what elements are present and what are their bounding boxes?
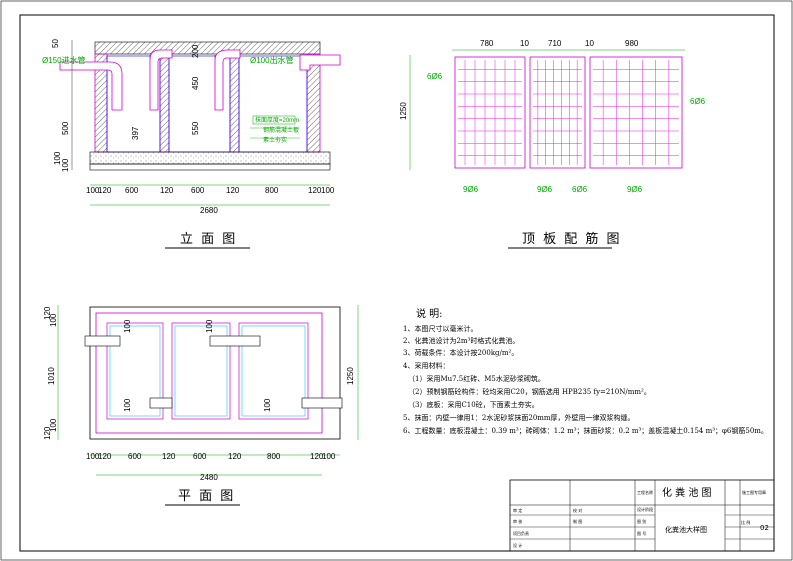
notes-heading: 说 明: [416, 307, 443, 320]
tb-drawing: 化粪池大样图 [665, 525, 707, 534]
outlet-pipe-label: Ø100出水管 [250, 55, 294, 65]
notes-block: 说 明: 1、本图尺寸以毫米计。 2、化粪池设计为2m³时格式化粪池。 3、荷载… [403, 307, 768, 435]
legend-plaster: 抹面厚度=20mm [255, 116, 299, 124]
legend-rc-slab: 钢筋混凝土板 [263, 126, 299, 134]
elevation-title: 立 面 图 [180, 232, 237, 247]
roof-dim-710: 710 [548, 39, 562, 48]
bdim-1: 120 [98, 186, 112, 195]
pbdim-1: 120 [98, 452, 112, 461]
rebar-grids [454, 56, 683, 169]
pbdim-8: 100 [322, 452, 336, 461]
roof-dim-10b: 10 [585, 39, 594, 48]
dim-550: 550 [191, 121, 200, 135]
roof-dim-780: 780 [480, 39, 494, 48]
note-2: 2、化粪池设计为2m³时格式化粪池。 [403, 336, 519, 345]
plan-left-1010: 1010 [47, 367, 56, 385]
plan-100-d: 100 [263, 398, 272, 412]
rebar-label-2: 6Ø6 [690, 97, 706, 106]
roof-dim-1250: 1250 [399, 102, 408, 120]
tb-stage-label: 设计阶段 [637, 506, 653, 512]
dim-397: 397 [131, 126, 140, 140]
dim-450: 450 [191, 76, 200, 90]
note-6: 6、工程数量：底板混凝土：0.39 m³；砖砌体：1.2 m³；抹面砂浆：0.2… [403, 426, 768, 435]
tb-c6: 图 别 [637, 518, 646, 524]
dim-left-50: 50 [51, 39, 60, 48]
bdim-6: 800 [265, 186, 279, 195]
rebar-panel [589, 56, 683, 169]
plan-100-c: 100 [123, 398, 132, 412]
rebar-label-5: 6Ø6 [572, 185, 588, 194]
rebar-panel [529, 56, 586, 169]
dim-200: 200 [191, 44, 200, 58]
bdim-0: 100 [86, 186, 100, 195]
pbdim-7: 120 [310, 452, 324, 461]
roof-title: 顶 板 配 筋 图 [522, 231, 622, 247]
note-4-1: （1）采用Mu7.5红砖、M5水泥砂浆砌筑。 [408, 374, 545, 383]
plan-left-100b: 100 [49, 418, 58, 432]
rebar-label-4: 9Ø6 [537, 185, 553, 194]
tb-company: 施工图专用章 [742, 489, 766, 495]
tb-c1: 审 核 [513, 518, 522, 524]
bdim-8: 100 [321, 186, 335, 195]
bdim-3: 120 [160, 186, 174, 195]
roof-dim-980: 980 [625, 39, 639, 48]
tb-project: 化 粪 池 图 [662, 486, 712, 499]
pbdim-4: 600 [193, 452, 207, 461]
pbdim-0: 100 [86, 452, 100, 461]
plan-total: 2480 [200, 473, 218, 482]
dim-left-100b: 100 [61, 158, 70, 172]
bdim-2: 600 [125, 186, 139, 195]
elevation-view: Ø150进水管 Ø100出水管 抹面厚度=20mm 钢筋混凝土板 素土夯实 50… [42, 39, 341, 249]
tb-c2: 项目负责 [513, 530, 529, 536]
pbdim-5: 120 [228, 452, 242, 461]
note-4-2: （2）预制钢筋砼构件：砼均采用C20，钢筋选用 HPB235 fy=210N/m… [408, 387, 651, 396]
note-4-3: （3）底板：采用C10砼，下面素土夯实。 [408, 400, 539, 409]
tb-c5: 制 图 [573, 518, 582, 524]
inner-frame [19, 14, 775, 552]
tb-c0: 审 定 [513, 507, 522, 513]
rebar-label-6: 9Ø6 [627, 185, 643, 194]
roof-rebar-view: 780 10 710 10 980 1250 6Ø6 6Ø6 9Ø6 9Ø6 6… [399, 39, 706, 249]
tb-project-label: 工程名称 [637, 489, 653, 495]
dim-left-500: 500 [61, 121, 70, 135]
tb-scale: 比 例 [741, 519, 750, 525]
tb-c7: 图 号 [637, 530, 646, 536]
pbdim-3: 120 [162, 452, 176, 461]
rebar-panel [454, 56, 526, 169]
title-block: 工程名称 化 粪 池 图 化粪池大样图 设计阶段 施工图专用章 比 例 02 审… [509, 479, 775, 552]
plan-view: 100 100 100 100 120 100 1010 100 120 125… [43, 305, 359, 506]
plan-100-b: 100 [205, 319, 214, 333]
plan-left-120a: 120 [43, 306, 52, 320]
elevation-total: 2680 [200, 206, 218, 215]
plan-left-100a: 100 [49, 313, 58, 327]
note-1: 1、本图尺寸以毫米计。 [403, 324, 477, 333]
bdim-5: 120 [226, 186, 240, 195]
pbdim-2: 600 [128, 452, 142, 461]
pbdim-6: 800 [267, 452, 281, 461]
plan-100-a: 100 [123, 319, 132, 333]
tb-c3: 设 计 [513, 542, 522, 548]
note-4: 4、采用材料： [403, 361, 449, 370]
rebar-label-1: 6Ø6 [427, 72, 443, 81]
plan-title: 平 面 图 [178, 489, 235, 504]
legend-soil: 素土夯实 [263, 136, 287, 144]
plan-right-1250: 1250 [346, 367, 355, 385]
inlet-pipe-label: Ø150进水管 [42, 55, 86, 65]
dim-left-100a: 100 [53, 151, 62, 165]
roof-dim-10a: 10 [520, 39, 529, 48]
tb-c4: 校 对 [573, 507, 582, 513]
bdim-7: 120 [308, 186, 322, 195]
plan-left-120b: 120 [43, 426, 52, 440]
note-3: 3、荷载条件：本设计按200kg/m²。 [403, 348, 518, 357]
note-5: 5、抹面：内壁一律用1：2水泥砂浆抹面20mm厚，外壁用一律双浆构缝。 [403, 413, 635, 422]
tb-sheet: 02 [760, 524, 769, 532]
bdim-4: 600 [191, 186, 205, 195]
rebar-label-3: 9Ø6 [463, 185, 479, 194]
